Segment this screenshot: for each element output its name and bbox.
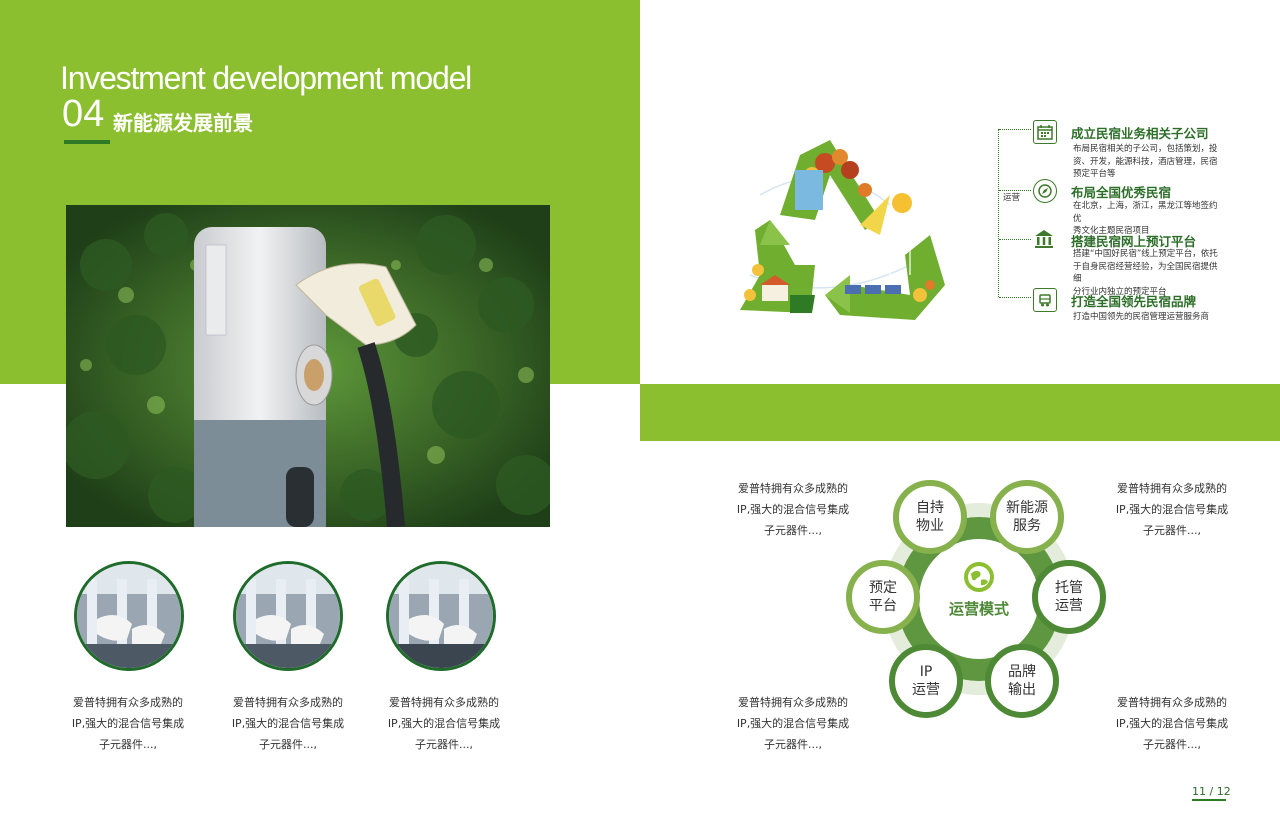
desc-line: 秀文化主题民宿项目 <box>1073 226 1150 236</box>
thumbnail-1 <box>74 561 184 671</box>
side-text-line: 子元器件..., <box>764 524 822 537</box>
operation-item-title: 打造全国领先民宿品牌 <box>1071 294 1197 309</box>
side-text-top-right: 爱普特拥有众多成熟的 IP,强大的混合信号集成 子元器件..., <box>1107 478 1237 541</box>
side-text-line: IP,强大的混合信号集成 <box>736 503 850 516</box>
thumbnail-3 <box>386 561 496 671</box>
thumbnail-caption-2: 爱普特拥有众多成熟的 IP,强大的混合信号集成 子元器件..., <box>218 692 358 755</box>
desc-line: 于自身民宿经营经验，为全国民宿提供细 <box>1073 261 1218 285</box>
petal-line: 物业 <box>916 518 944 534</box>
petal-line: 品牌 <box>1008 664 1036 680</box>
thumbnail-2 <box>233 561 343 671</box>
bracket-tick <box>999 190 1031 191</box>
title-underline <box>64 140 110 144</box>
petal-line: 自持 <box>916 500 944 516</box>
operation-item-title: 布局全国优秀民宿 <box>1071 185 1172 200</box>
petal-line: 输出 <box>1008 682 1036 698</box>
thumbnail-caption-3: 爱普特拥有众多成熟的 IP,强大的混合信号集成 子元器件..., <box>374 692 514 755</box>
bracket-tick <box>999 297 1031 298</box>
page-underline <box>1192 799 1226 801</box>
petal-line: IP <box>919 664 933 680</box>
operation-item-title: 搭建民宿网上预订平台 <box>1071 234 1197 249</box>
side-text-line: 爱普特拥有众多成熟的 <box>738 696 848 709</box>
side-text-line: 爱普特拥有众多成熟的 <box>1117 482 1227 495</box>
petal-line: 运营 <box>1055 598 1083 614</box>
caption-line: IP,强大的混合信号集成 <box>231 717 345 730</box>
petal-line: 服务 <box>1013 518 1041 534</box>
english-title: Investment development model <box>60 60 472 96</box>
recycle-illustration <box>720 135 950 325</box>
petal-self-held-property: 自持物业 <box>893 480 967 554</box>
calendar-icon <box>1033 120 1057 144</box>
page-current: 11 <box>1192 785 1206 798</box>
bracket-tick <box>999 239 1031 240</box>
section-title: 新能源发展前景 <box>113 111 253 135</box>
petal-line: 平台 <box>869 598 897 614</box>
desc-line: 打造中国领先的民宿管理运营服务商 <box>1073 312 1210 322</box>
petal-brand-output: 品牌输出 <box>985 644 1059 718</box>
desc-line: 布局民宿相关的子公司，包括策划，投 <box>1073 144 1218 154</box>
desc-line: 搭建“中国好民宿”线上预定平台，依托 <box>1073 249 1218 259</box>
page-number: 11 / 12 <box>1192 785 1231 798</box>
desc-line: 在北京，上海，浙江，黑龙江等地签约优 <box>1073 201 1218 224</box>
caption-line: 爱普特拥有众多成熟的 <box>73 696 183 709</box>
petal-booking-platform: 预定平台 <box>846 560 920 634</box>
operation-item-desc: 打造中国领先的民宿管理运营服务商 <box>1073 311 1253 324</box>
caption-line: 爱普特拥有众多成熟的 <box>233 696 343 709</box>
operation-item-desc: 搭建“中国好民宿”线上预定平台，依托 于自身民宿经营经验，为全国民宿提供细 分行… <box>1073 248 1223 298</box>
operation-item-title: 成立民宿业务相关子公司 <box>1071 126 1209 141</box>
compass-icon <box>1033 179 1057 203</box>
caption-line: 子元器件..., <box>415 738 473 751</box>
petal-managed-operation: 托管运营 <box>1032 560 1106 634</box>
side-text-line: 爱普特拥有众多成熟的 <box>1117 696 1227 709</box>
bracket-line <box>998 129 1000 297</box>
petal-line: 运营 <box>912 682 940 698</box>
bracket-tick <box>999 129 1031 130</box>
caption-line: 子元器件..., <box>99 738 157 751</box>
desc-line: 资、开发，能源科技，酒店管理，民宿 <box>1073 156 1218 167</box>
thumbnail-caption-1: 爱普特拥有众多成熟的 IP,强大的混合信号集成 子元器件..., <box>58 692 198 755</box>
side-text-bottom-left: 爱普特拥有众多成熟的 IP,强大的混合信号集成 子元器件..., <box>728 692 858 755</box>
side-text-line: IP,强大的混合信号集成 <box>1115 503 1229 516</box>
bank-icon <box>1033 228 1055 250</box>
desc-line: 预定平台等 <box>1073 169 1116 179</box>
desc-line: 分行业内独立的预定平台 <box>1073 286 1167 297</box>
petal-line: 新能源 <box>1006 500 1048 516</box>
caption-line: IP,强大的混合信号集成 <box>387 717 501 730</box>
petal-line: 托管 <box>1055 580 1083 596</box>
side-text-line: 子元器件..., <box>1143 524 1201 537</box>
operations-side-label: 运营 <box>1003 193 1021 203</box>
green-band <box>640 384 1280 441</box>
operation-item-desc: 在北京，上海，浙江，黑龙江等地签约优 秀文化主题民宿项目 <box>1073 200 1223 238</box>
side-text-line: 子元器件..., <box>764 738 822 751</box>
center-label: 运营模式 <box>948 600 1009 618</box>
side-text-line: IP,强大的混合信号集成 <box>736 717 850 730</box>
petal-new-energy-service: 新能源服务 <box>990 480 1064 554</box>
operation-item-desc: 布局民宿相关的子公司，包括策划，投 资、开发，能源科技，酒店管理，民宿 预定平台… <box>1073 143 1223 181</box>
petal-line: 预定 <box>869 580 897 596</box>
caption-line: 子元器件..., <box>259 738 317 751</box>
truck-icon <box>1033 288 1057 312</box>
page-total: 12 <box>1216 785 1231 798</box>
globe-icon <box>964 562 994 592</box>
petal-ip-operation: IP 运营 <box>889 644 963 718</box>
ev-charger-photo <box>66 205 550 527</box>
side-text-top-left: 爱普特拥有众多成熟的 IP,强大的混合信号集成 子元器件..., <box>728 478 858 541</box>
side-text-line: 子元器件..., <box>1143 738 1201 751</box>
side-text-line: 爱普特拥有众多成熟的 <box>738 482 848 495</box>
side-text-bottom-right: 爱普特拥有众多成熟的 IP,强大的混合信号集成 子元器件..., <box>1107 692 1237 755</box>
section-number: 04 <box>62 93 105 135</box>
center-group: 运营模式 <box>940 560 1018 619</box>
operation-model-diagram: 运营模式 自持物业 新能源服务 托管运营 品牌输出 IP 运营 预定平台 <box>846 472 1112 722</box>
page-separator: / <box>1209 785 1214 798</box>
side-text-line: IP,强大的混合信号集成 <box>1115 717 1229 730</box>
caption-line: 爱普特拥有众多成熟的 <box>389 696 499 709</box>
caption-line: IP,强大的混合信号集成 <box>71 717 185 730</box>
